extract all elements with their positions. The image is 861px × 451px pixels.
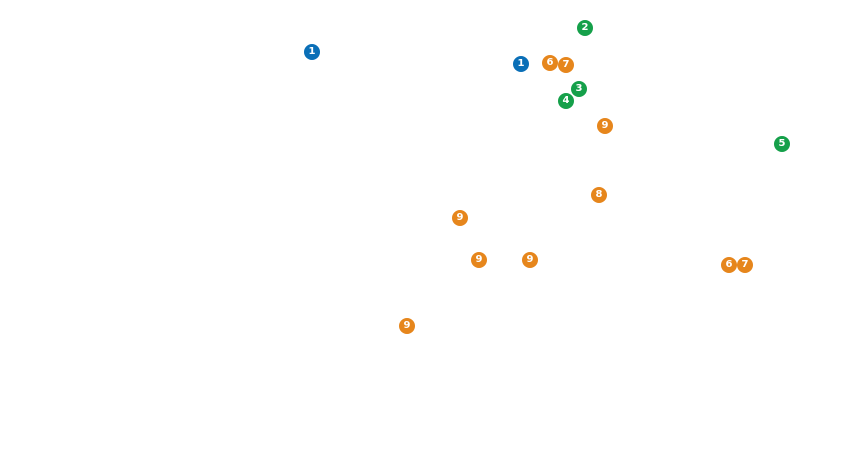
map-marker-green[interactable]: 3 — [571, 81, 587, 97]
map-marker-orange[interactable]: 7 — [737, 257, 753, 273]
map-marker-orange[interactable]: 9 — [522, 252, 538, 268]
map-marker-green[interactable]: 2 — [577, 20, 593, 36]
map-marker-orange[interactable]: 6 — [542, 55, 558, 71]
map-marker-orange[interactable]: 9 — [399, 318, 415, 334]
map-marker-orange[interactable]: 9 — [597, 118, 613, 134]
map-marker-orange[interactable]: 9 — [452, 210, 468, 226]
map-marker-blue[interactable]: 1 — [304, 44, 320, 60]
map-marker-orange[interactable]: 7 — [558, 57, 574, 73]
map-marker-green[interactable]: 4 — [558, 93, 574, 109]
map-marker-orange[interactable]: 6 — [721, 257, 737, 273]
map-marker-green[interactable]: 5 — [774, 136, 790, 152]
map-marker-orange[interactable]: 8 — [591, 187, 607, 203]
map-marker-orange[interactable]: 9 — [471, 252, 487, 268]
map-marker-blue[interactable]: 1 — [513, 56, 529, 72]
